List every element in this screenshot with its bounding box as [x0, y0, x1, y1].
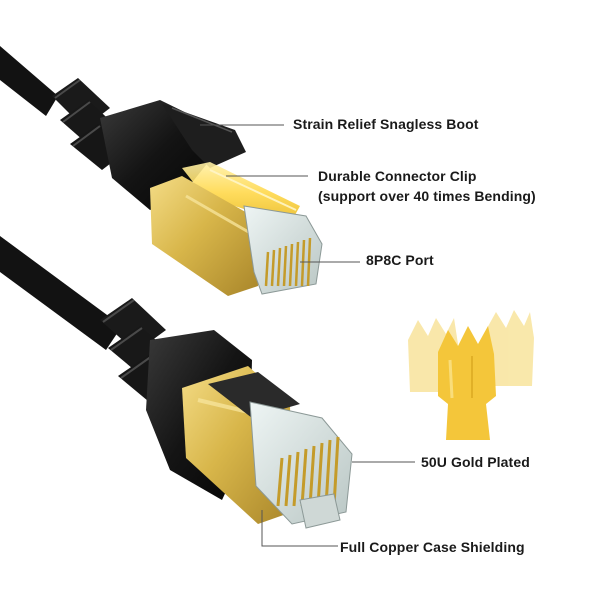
label-connector-clip-bending: (support over 40 times Bending) — [318, 188, 536, 204]
top-gold-shield — [150, 176, 258, 296]
gold-contact-illustration — [408, 310, 534, 440]
label-50u-gold-plated: 50U Gold Plated — [421, 454, 530, 470]
top-boot-ridges — [52, 78, 128, 170]
top-connector-clip — [182, 162, 300, 224]
label-full-copper-case-shielding: Full Copper Case Shielding — [340, 539, 525, 555]
top-cable — [0, 46, 58, 116]
leader-copper-shielding — [261, 510, 338, 547]
label-strain-relief-snagless-boot: Strain Relief Snagless Boot — [293, 116, 479, 132]
label-durable-connector-clip: Durable Connector Clip — [318, 168, 477, 184]
gold-contact-front — [438, 326, 496, 440]
bottom-cable — [0, 236, 122, 350]
bottom-connector — [100, 298, 353, 529]
leader-lines — [200, 124, 415, 547]
top-connector — [52, 78, 323, 296]
label-8p8c-port: 8P8C Port — [366, 252, 434, 268]
